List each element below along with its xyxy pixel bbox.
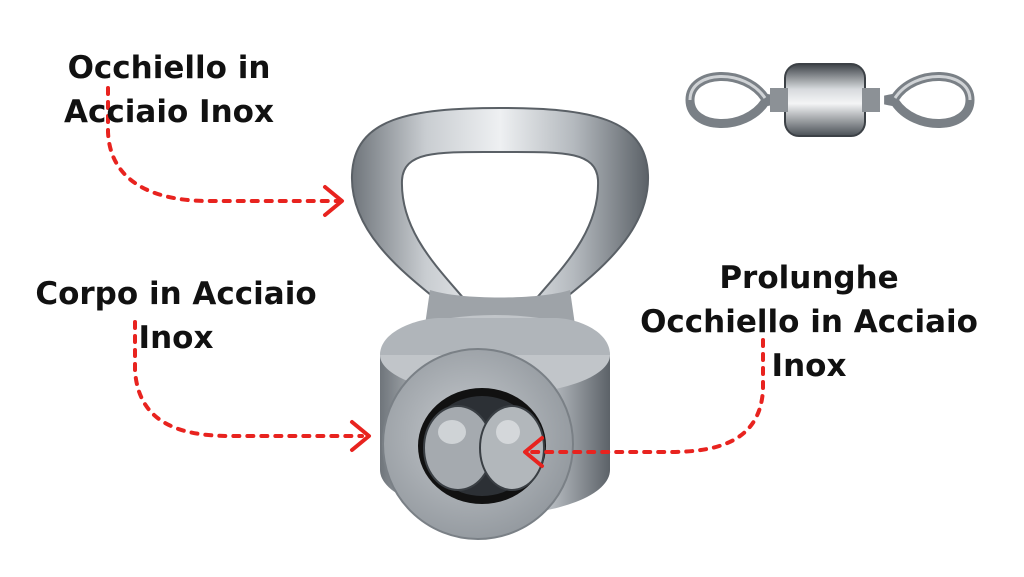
label-body: Corpo in Acciaio Inox — [35, 276, 317, 356]
label-eye: Occhiello in Acciaio Inox — [64, 50, 274, 130]
arrow-eye — [106, 86, 344, 217]
eye-extensions-illustration — [423, 405, 545, 491]
arrow-extensions — [523, 338, 765, 468]
full-swivel-thumbnail — [685, 63, 975, 137]
swivel-eye-illustration — [350, 106, 650, 325]
arrow-body — [133, 320, 371, 452]
label-extensions: Prolunghe Occhiello in Acciaio Inox — [640, 260, 978, 384]
